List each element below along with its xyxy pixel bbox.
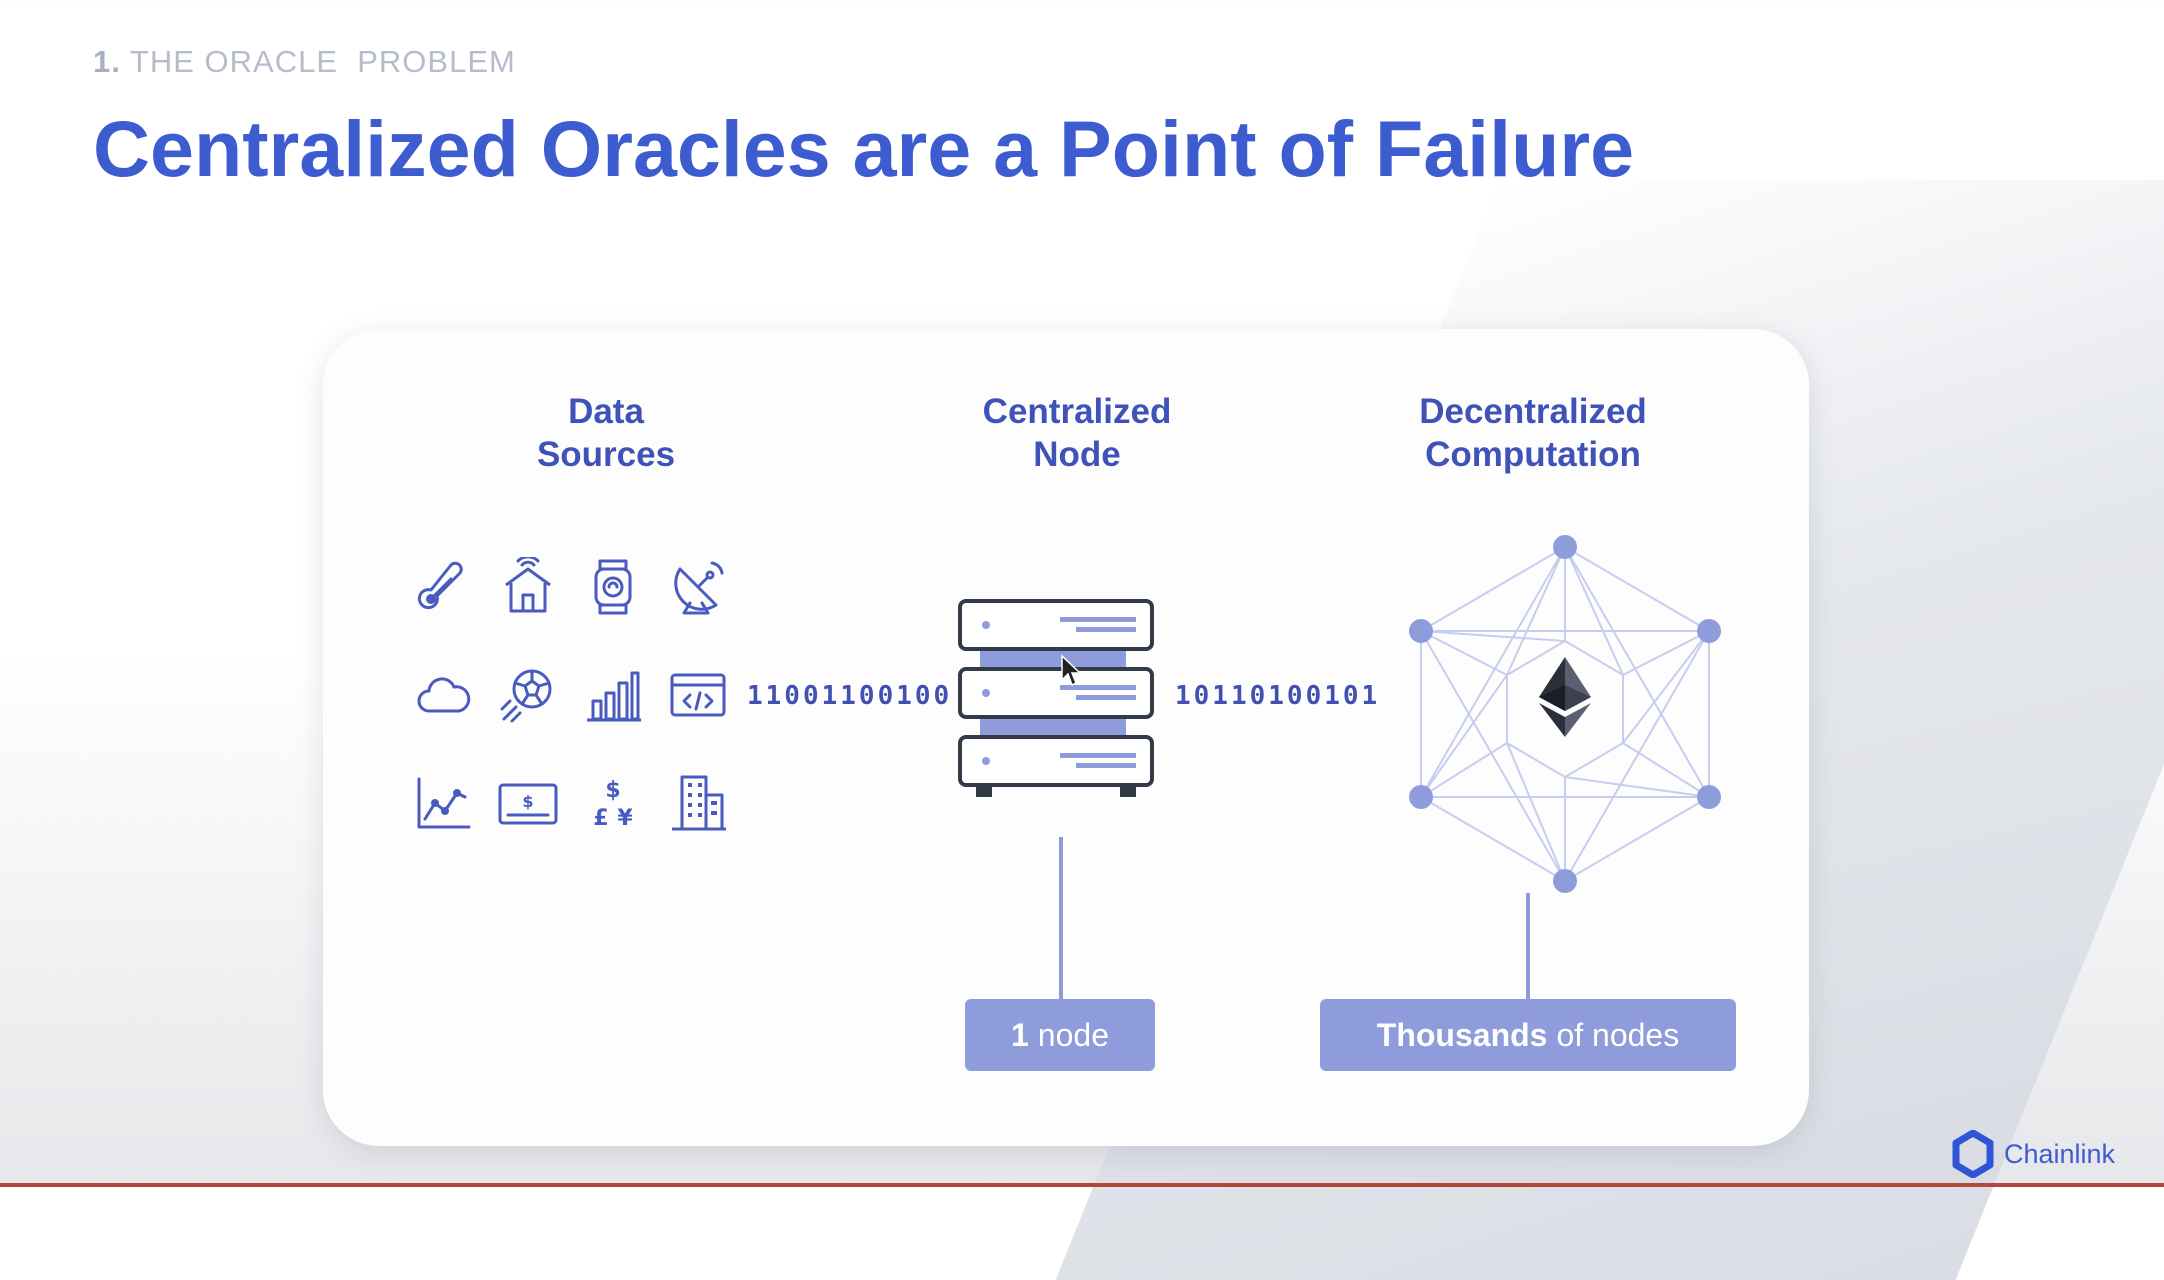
diagram-card: Data Sources Centralized Node Decentrali… <box>323 329 1809 1146</box>
data-sources-heading-line1: Data <box>568 392 644 431</box>
centralized-node-heading: Centralized Node <box>927 390 1227 476</box>
node-connector-line <box>1059 837 1063 999</box>
bar-chart-icon <box>583 665 643 725</box>
centralized-node-heading-line2: Node <box>1033 435 1121 474</box>
smart-home-icon <box>498 555 558 617</box>
data-sources-heading: Data Sources <box>476 390 736 476</box>
code-window-icon <box>668 665 728 725</box>
input-bit-stream: 11001100100 <box>747 681 953 711</box>
thermometer-icon <box>413 557 473 617</box>
satellite-dish-icon <box>668 557 728 617</box>
video-progress-bar[interactable] <box>0 1183 2164 1187</box>
decentralized-network-graph <box>1365 509 1765 909</box>
chainlink-hexagon-icon <box>1952 1129 1994 1179</box>
payment-card-icon: $ <box>498 773 558 833</box>
svg-text:£: £ <box>593 806 608 831</box>
section-number: 1. <box>93 44 121 79</box>
decentralized-computation-heading: Decentralized Computation <box>1363 390 1703 476</box>
soccer-ball-icon <box>498 665 558 725</box>
mouse-cursor-icon <box>1060 654 1082 688</box>
network-connector-line <box>1526 893 1530 999</box>
server-rack-icon <box>956 597 1156 797</box>
chainlink-wordmark: Chainlink <box>2004 1138 2116 1169</box>
data-sources-heading-line2: Sources <box>536 435 676 474</box>
chainlink-logo[interactable]: Chainlink <box>1952 1129 2116 1179</box>
line-chart-icon <box>413 773 473 833</box>
network-count-strong: Thousands <box>1376 1016 1548 1053</box>
svg-text:$: $ <box>605 778 620 803</box>
network-count-rest: of nodes <box>1556 1016 1680 1053</box>
section-label: THE ORACLE PROBLEM <box>129 44 516 79</box>
svg-text:$: $ <box>522 792 533 811</box>
office-building-icon <box>668 773 728 833</box>
node-count-badge: 1 node <box>965 999 1155 1071</box>
ethereum-icon <box>1539 657 1591 737</box>
cloud-icon <box>413 665 473 725</box>
section-eyebrow: 1. THE ORACLE PROBLEM <box>93 44 516 80</box>
centralized-node-heading-line1: Centralized <box>982 392 1172 431</box>
svg-text:¥: ¥ <box>617 806 633 831</box>
currency-icon: $ £ ¥ <box>583 773 643 833</box>
output-bit-stream: 10110100101 <box>1175 681 1381 711</box>
decentralized-computation-heading-line1: Decentralized <box>1419 392 1647 431</box>
node-count-rest: node <box>1037 1016 1109 1053</box>
decentralized-computation-heading-line2: Computation <box>1425 435 1641 474</box>
slide-title: Centralized Oracles are a Point of Failu… <box>93 104 1635 193</box>
node-count-strong: 1 <box>1011 1016 1029 1053</box>
smartwatch-icon <box>583 557 643 617</box>
network-count-badge: Thousands of nodes <box>1320 999 1736 1071</box>
